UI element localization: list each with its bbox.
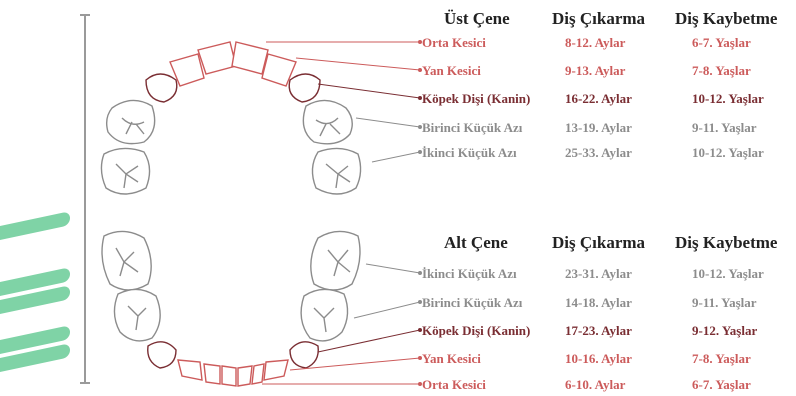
upper-jaw-title: Üst Çene <box>444 9 510 29</box>
leader-upper-lateral <box>296 58 420 70</box>
lower-second-premolar-right <box>311 231 360 290</box>
lower-row-5-loss: 6-7. Yaşlar <box>692 377 751 393</box>
upper-first-premolar-right <box>303 100 352 143</box>
upper-central-incisor-left <box>198 42 236 74</box>
upper-canine-left <box>146 74 177 102</box>
upper-row-5-loss: 10-12. Yaşlar <box>692 145 764 161</box>
upper-row-4-eruption: 13-19. Aylar <box>565 120 632 136</box>
upper-canine-right <box>289 74 320 102</box>
upper-second-premolar-left <box>101 148 149 194</box>
lower-loss-header: Diş Kaybetme <box>675 233 777 253</box>
lower-central-incisor-4 <box>252 364 264 384</box>
upper-row-2-name: Yan Kesici <box>422 63 481 79</box>
lower-central-incisor-2 <box>222 366 236 386</box>
lower-lateral-incisor-left <box>178 360 202 380</box>
upper-row-1-loss: 6-7. Yaşlar <box>692 35 751 51</box>
leader-lower-second-premolar <box>366 264 420 273</box>
lower-row-4-name: Yan Kesici <box>422 351 481 367</box>
upper-jaw <box>101 42 360 194</box>
lower-row-3-name: Köpek Dişi (Kanin) <box>422 323 530 339</box>
lower-row-5-name: Orta Kesici <box>422 377 486 393</box>
lower-first-premolar-right <box>301 289 347 340</box>
upper-loss-header: Diş Kaybetme <box>675 9 777 29</box>
upper-eruption-header: Diş Çıkarma <box>552 9 645 29</box>
upper-central-incisor-right <box>232 42 268 74</box>
upper-row-3-loss: 10-12. Yaşlar <box>692 91 764 107</box>
upper-row-2-loss: 7-8. Yaşlar <box>692 63 751 79</box>
lower-row-2-loss: 9-11. Yaşlar <box>692 295 757 311</box>
upper-row-3-eruption: 16-22. Aylar <box>565 91 632 107</box>
upper-row-1-eruption: 8-12. Aylar <box>565 35 625 51</box>
lower-row-1-eruption: 23-31. Aylar <box>565 266 632 282</box>
upper-row-4-loss: 9-11. Yaşlar <box>692 120 757 136</box>
lower-row-2-eruption: 14-18. Aylar <box>565 295 632 311</box>
lower-row-2-name: Birinci Küçük Azı <box>422 295 522 311</box>
lower-second-premolar-left <box>102 231 151 290</box>
upper-row-5-name: İkinci Küçük Azı <box>422 145 517 161</box>
lower-jaw-title: Alt Çene <box>444 233 508 253</box>
lower-row-4-eruption: 10-16. Aylar <box>565 351 632 367</box>
leader-upper-first-premolar <box>356 118 420 127</box>
lower-central-incisor-3 <box>238 366 252 386</box>
lower-row-1-name: İkinci Küçük Azı <box>422 266 517 282</box>
upper-first-premolar-left <box>107 100 155 143</box>
lower-lateral-incisor-right <box>264 360 288 380</box>
lower-jaw <box>102 231 360 386</box>
lower-row-3-eruption: 17-23. Aylar <box>565 323 632 339</box>
leader-upper-canine <box>318 84 420 98</box>
leader-lower-first-premolar <box>354 302 420 318</box>
upper-row-5-eruption: 25-33. Aylar <box>565 145 632 161</box>
upper-row-3-name: Köpek Dişi (Kanin) <box>422 91 530 107</box>
lower-eruption-header: Diş Çıkarma <box>552 233 645 253</box>
lower-row-5-eruption: 6-10. Aylar <box>565 377 625 393</box>
leader-upper-second-premolar <box>372 152 420 162</box>
upper-row-4-name: Birinci Küçük Azı <box>422 120 522 136</box>
lower-row-4-loss: 7-8. Yaşlar <box>692 351 751 367</box>
upper-row-1-name: Orta Kesici <box>422 35 486 51</box>
lower-row-1-loss: 10-12. Yaşlar <box>692 266 764 282</box>
lower-row-3-loss: 9-12. Yaşlar <box>692 323 757 339</box>
lower-canine-left <box>148 342 176 368</box>
lower-central-incisor-1 <box>204 364 220 384</box>
upper-row-2-eruption: 9-13. Aylar <box>565 63 625 79</box>
lower-canine-right <box>290 342 318 368</box>
